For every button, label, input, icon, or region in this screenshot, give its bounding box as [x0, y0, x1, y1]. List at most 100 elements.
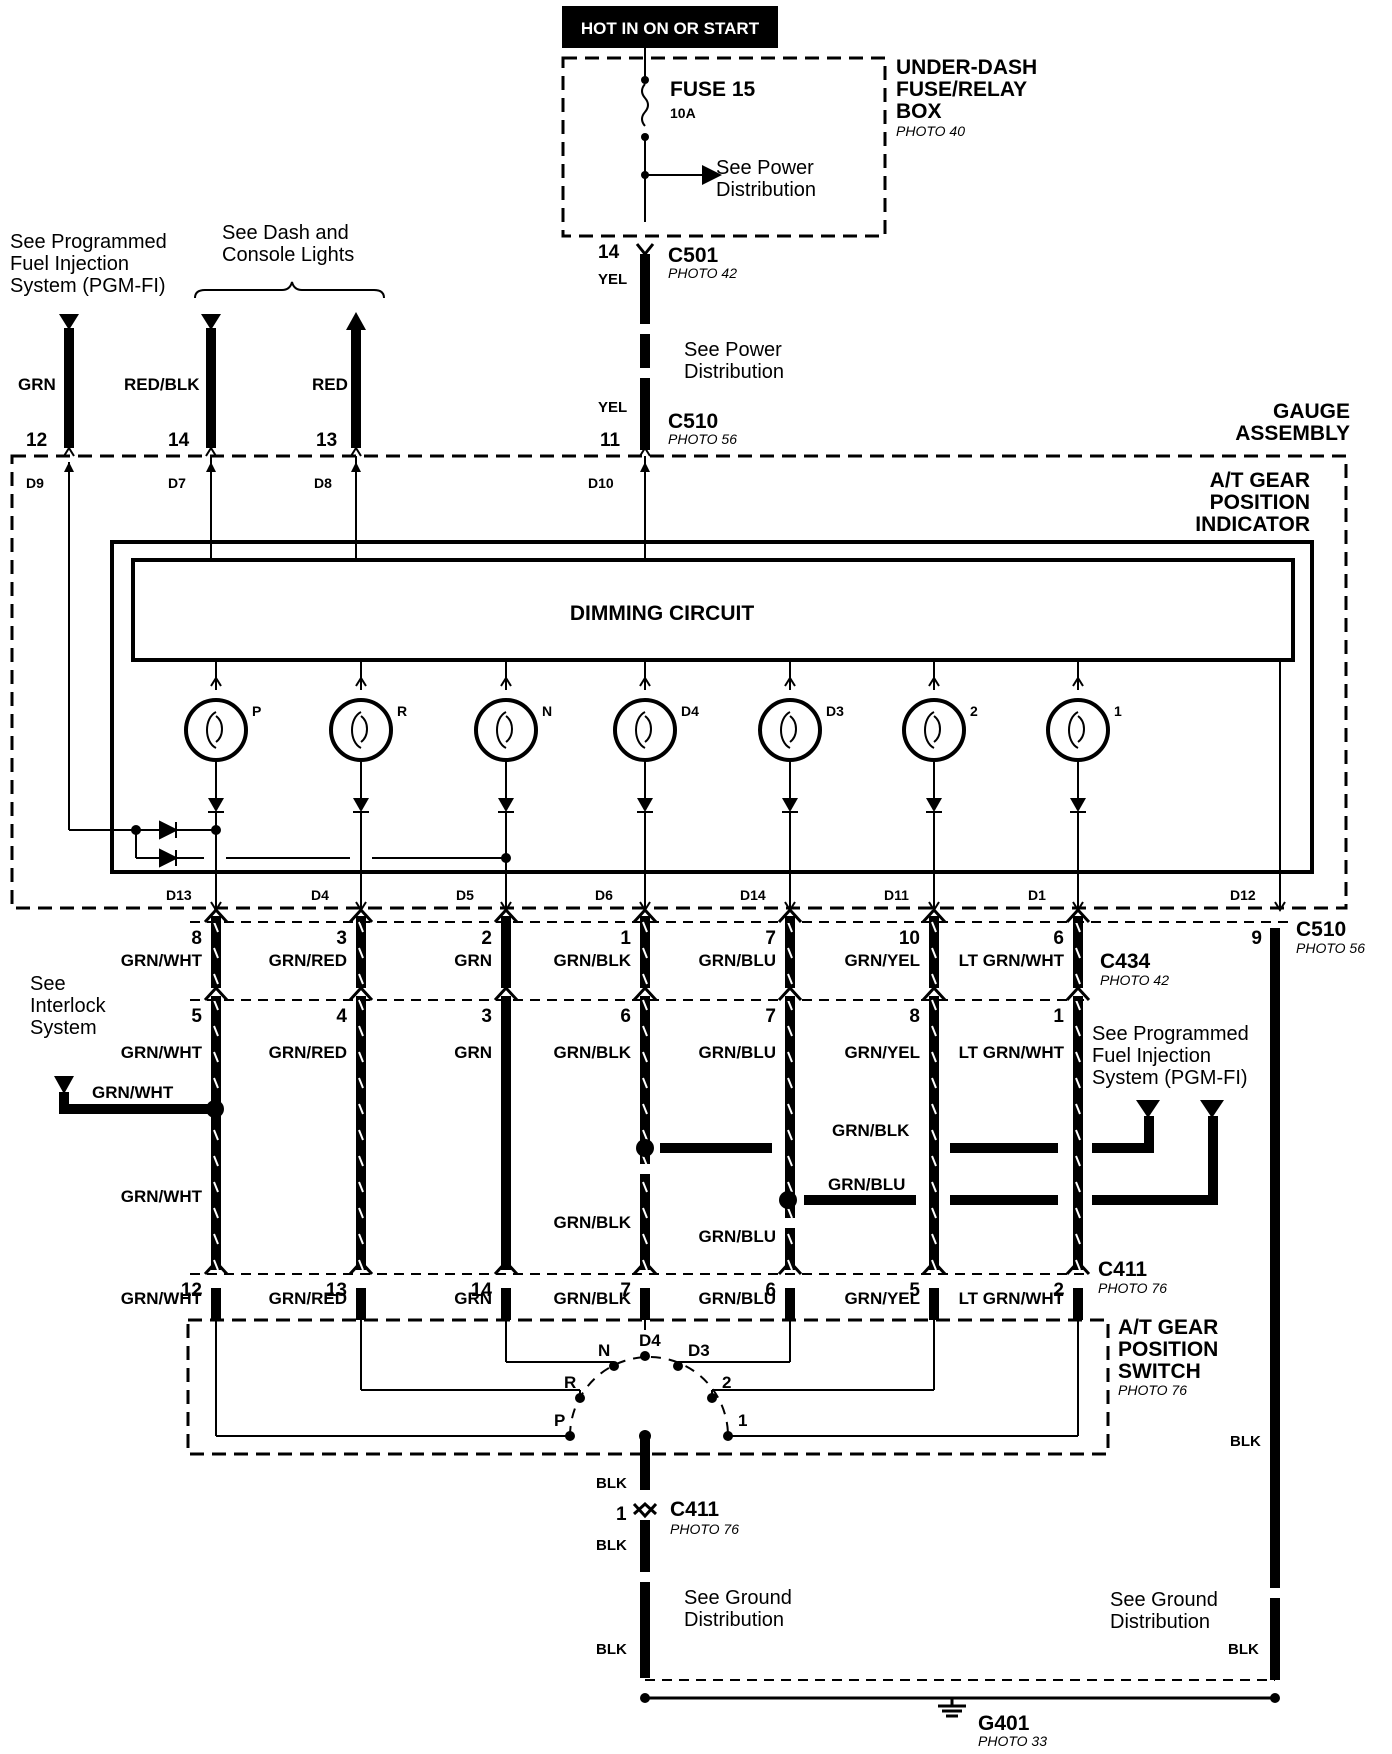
switch-position-d3: D3 — [673, 1320, 791, 1371]
pin-c434: 1 — [1053, 1006, 1064, 1027]
bulb-label: 1 — [1114, 703, 1122, 719]
svg-text:PHOTO 56: PHOTO 56 — [668, 431, 737, 447]
svg-text:BLK: BLK — [1228, 1641, 1259, 1658]
pin-c434: 8 — [909, 1006, 920, 1027]
wire-color: GRN/BLK — [554, 951, 632, 970]
wire-color: GRN/BLU — [699, 1227, 776, 1246]
svg-text:System (PGM-FI): System (PGM-FI) — [10, 275, 166, 297]
svg-text:Distribution: Distribution — [1110, 1611, 1210, 1633]
svg-text:Interlock: Interlock — [30, 995, 107, 1017]
pin-c510: 7 — [765, 928, 776, 949]
svg-text:See Programmed: See Programmed — [1092, 1023, 1249, 1045]
bulb-1: 1 — [1046, 660, 1122, 912]
fuse-15: FUSE 15 10A See Power Distribution — [641, 48, 816, 222]
gauge-pin: D11 — [884, 887, 909, 903]
switch-position-n: N — [505, 1320, 619, 1371]
pin-c434: 7 — [765, 1006, 776, 1027]
gauge-pin: D5 — [456, 887, 474, 903]
splice-wires: GRN/BLK GRN/BLU — [636, 1116, 1218, 1209]
upper-wires: GRN 12 RED/BLK 14 RED 13 — [18, 312, 366, 451]
gauge-pin: D4 — [311, 887, 329, 903]
gauge-pin: D1 — [1028, 887, 1046, 903]
svg-text:10A: 10A — [670, 105, 696, 121]
wire-color: GRN/RED — [269, 951, 347, 970]
svg-text:C411: C411 — [670, 1498, 719, 1521]
switch-position-1: 1 — [723, 1320, 1079, 1441]
wire-color: LT GRN/WHT — [959, 951, 1065, 970]
interlock-diodes — [131, 820, 511, 868]
svg-text:Distribution: Distribution — [684, 361, 784, 383]
pgmfi-ref-left: See Programmed Fuel Injection System (PG… — [10, 231, 167, 297]
svg-text:PHOTO 76: PHOTO 76 — [1098, 1280, 1167, 1296]
svg-text:C434: C434 — [1100, 950, 1151, 973]
pin-c434: 3 — [481, 1006, 492, 1027]
pin-c411: 12 — [181, 1280, 202, 1301]
switch-position-label: D4 — [639, 1331, 661, 1350]
pin-c434: 4 — [336, 1006, 347, 1027]
switch-position-label: N — [598, 1341, 610, 1360]
svg-text:See: See — [30, 973, 66, 995]
switch-position-label: D3 — [688, 1341, 710, 1360]
bulb-d4: D4 — [613, 660, 699, 912]
wire-color: GRN/RED — [269, 1289, 347, 1308]
svg-text:FUSE/RELAY: FUSE/RELAY — [896, 78, 1027, 101]
wire-color: GRN — [454, 1043, 492, 1062]
wire-color: GRN — [454, 951, 492, 970]
svg-text:FUSE 15: FUSE 15 — [670, 78, 756, 101]
svg-text:D9: D9 — [26, 475, 44, 491]
svg-text:HOT IN ON OR START: HOT IN ON OR START — [581, 19, 760, 38]
svg-text:A/T GEAR: A/T GEAR — [1210, 469, 1310, 492]
gear-position-switch: A/T GEAR POSITION SWITCH PHOTO 76 — [186, 1316, 1218, 1456]
svg-text:See Programmed: See Programmed — [10, 231, 167, 253]
svg-text:RED: RED — [312, 375, 348, 394]
pin-c434: 5 — [191, 1006, 202, 1027]
svg-text:GRN/BLK: GRN/BLK — [832, 1121, 910, 1140]
bulb-label: R — [397, 703, 407, 719]
svg-text:Distribution: Distribution — [716, 179, 816, 201]
svg-text:See Power: See Power — [684, 339, 782, 361]
svg-text:See Power: See Power — [716, 157, 814, 179]
svg-text:See Ground: See Ground — [1110, 1589, 1218, 1611]
dimming-circuit: DIMMING CIRCUIT — [131, 558, 1295, 662]
wire-color: GRN/YEL — [844, 1289, 920, 1308]
svg-text:RED/BLK: RED/BLK — [124, 375, 200, 394]
svg-text:See Dash and: See Dash and — [222, 222, 349, 244]
bulb-label: D3 — [826, 703, 844, 719]
wire-color: GRN/BLK — [554, 1213, 632, 1232]
svg-text:Console Lights: Console Lights — [222, 244, 354, 266]
svg-text:System (PGM-FI): System (PGM-FI) — [1092, 1067, 1248, 1089]
svg-text:GRN: GRN — [18, 375, 56, 394]
switch-position-label: 1 — [738, 1411, 747, 1430]
hot-label: HOT IN ON OR START — [562, 6, 778, 48]
wire-color: GRN/WHT — [121, 1289, 203, 1308]
pin-c434: 6 — [620, 1006, 631, 1027]
ground-circuit: BLK 1 BLK C411 PHOTO 76 See Ground Distr… — [596, 928, 1280, 1749]
wire-color: GRN/RED — [269, 1043, 347, 1062]
gauge-pin: D14 — [740, 887, 766, 903]
svg-text:YEL: YEL — [598, 399, 627, 416]
svg-text:GRN/BLU: GRN/BLU — [828, 1175, 905, 1194]
wire-color: GRN/YEL — [844, 951, 920, 970]
gauge-assembly: GAUGE ASSEMBLY — [10, 400, 1350, 910]
bulb-r: R — [329, 660, 407, 912]
svg-text:14: 14 — [168, 430, 190, 451]
switch-position-d4: D4 — [639, 1320, 661, 1361]
switch-position-label: 2 — [722, 1373, 731, 1392]
pin-c411: 7 — [620, 1280, 631, 1301]
svg-text:PHOTO 76: PHOTO 76 — [670, 1521, 739, 1537]
svg-text:PHOTO 76: PHOTO 76 — [1118, 1382, 1187, 1398]
svg-text:POSITION: POSITION — [1118, 1338, 1218, 1361]
wire-color: GRN/WHT — [121, 1043, 203, 1062]
svg-text:G401: G401 — [978, 1712, 1030, 1735]
svg-text:INDICATOR: INDICATOR — [1195, 513, 1310, 536]
switch-position-2: 2 — [707, 1320, 935, 1403]
pgmfi-ref-right: See Programmed Fuel Injection System (PG… — [1092, 1023, 1249, 1118]
dash-lights-ref: See Dash and Console Lights — [194, 222, 385, 299]
